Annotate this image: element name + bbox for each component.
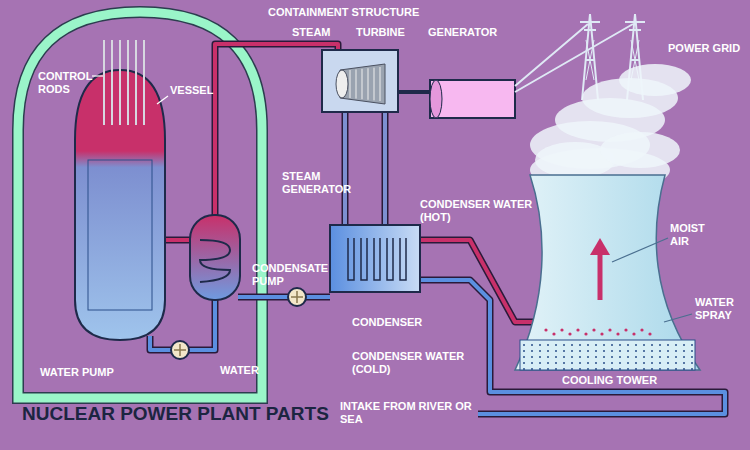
leader-lines: [92, 76, 692, 322]
control-rod: [135, 40, 137, 125]
containment-structure: [18, 12, 262, 398]
pumps: [171, 288, 306, 359]
water-drop: [600, 332, 603, 335]
plant-part: [612, 238, 668, 262]
plant-part: [345, 112, 385, 226]
part-label: TURBINE: [356, 26, 405, 39]
plant-part: [165, 237, 192, 244]
plant-part: [238, 295, 330, 299]
condenser-tube: [348, 238, 354, 280]
part-label: WATER SPRAY: [695, 296, 745, 321]
water-drop: [568, 332, 571, 335]
plant-part: [171, 341, 189, 359]
water-drop: [544, 328, 547, 331]
plant-part: [664, 314, 692, 322]
flow-label: MOIST AIR: [670, 222, 715, 247]
condenser-tube: [387, 238, 393, 280]
steam-plume: [600, 132, 680, 168]
plant-part: [515, 175, 700, 370]
turbine-blade: [368, 68, 369, 100]
plant-part: [150, 44, 725, 414]
control-rods: [104, 40, 144, 125]
plant-part: [200, 240, 230, 282]
part-label: WATER PUMP: [40, 366, 114, 379]
plant-part: [288, 288, 306, 306]
plant-part: [345, 112, 385, 226]
pipes: [150, 44, 725, 414]
turbine-blade: [362, 69, 363, 99]
flow-label: WATER: [220, 364, 259, 377]
water-drop: [584, 332, 587, 335]
water-drop: [608, 328, 611, 331]
part-label: COOLING TOWER: [562, 374, 657, 387]
plant-part: [18, 12, 262, 398]
plant-part: [291, 291, 303, 303]
turbine-blade: [356, 69, 357, 98]
plant-part: [544, 328, 651, 335]
plant-part: [398, 90, 432, 94]
water-drop: [648, 332, 651, 335]
flow-label: CONDENSER WATER (HOT): [420, 198, 538, 223]
steam-plume: [619, 64, 691, 96]
diagram-title: NUCLEAR POWER PLANT PARTS: [22, 404, 329, 425]
plant-part: [190, 215, 240, 300]
plant-part: [18, 12, 262, 398]
plant-part: [520, 340, 695, 370]
turbine: [322, 50, 398, 112]
cooling-tower: [515, 64, 700, 370]
flow-label: CONDENSER WATER (COLD): [352, 350, 474, 375]
water-drop: [560, 328, 563, 331]
plant-part: [150, 44, 725, 414]
turbine-blade: [350, 70, 351, 98]
plant-part: [157, 96, 168, 104]
part-label: POWER GRID: [668, 42, 740, 55]
water-drop: [624, 328, 627, 331]
part-label: CONDENSATE PUMP: [252, 262, 330, 287]
part-label: STEAM GENERATOR: [282, 170, 354, 195]
plant-part: [430, 80, 515, 118]
plant-part: [348, 238, 406, 280]
plant-part: [590, 238, 610, 255]
plant-part: [322, 50, 398, 112]
part-label: CONDENSER: [352, 316, 422, 329]
reactor-vessel: [75, 40, 165, 340]
condenser-tube: [400, 238, 406, 280]
plant-part: [350, 67, 380, 101]
flow-label: INTAKE FROM RIVER OR SEA: [340, 400, 472, 425]
control-rod: [111, 40, 113, 125]
plant-part: [88, 160, 152, 310]
flow-label: STEAM: [292, 26, 331, 39]
turbine-blade: [374, 68, 375, 101]
part-label: VESSEL: [170, 84, 213, 97]
condenser: [330, 225, 420, 292]
plant-part: [530, 64, 691, 192]
plant-part: [238, 294, 330, 301]
control-rod: [127, 40, 129, 125]
plant-part: [336, 70, 348, 98]
control-rod: [119, 40, 121, 125]
part-label: GENERATOR: [428, 26, 497, 39]
part-label: CONTROL RODS: [38, 70, 90, 95]
water-drop: [552, 332, 555, 335]
water-drop: [576, 328, 579, 331]
control-rod: [143, 40, 145, 125]
condenser-tube: [374, 238, 380, 280]
plant-part: [598, 250, 603, 300]
plant-part: [430, 80, 442, 118]
water-drop: [640, 328, 643, 331]
plant-part: [174, 344, 186, 356]
water-drop: [632, 332, 635, 335]
water-drop: [616, 332, 619, 335]
steam-generator: [190, 215, 240, 300]
plant-part: [92, 75, 103, 76]
plant-part: [165, 238, 192, 242]
control-rod: [103, 40, 105, 125]
structure-label: CONTAINMENT STRUCTURE: [268, 6, 419, 19]
generator: [398, 80, 515, 118]
water-drop: [592, 328, 595, 331]
condenser-tube: [361, 238, 367, 280]
turbine-blade: [380, 67, 381, 101]
plant-part: [330, 225, 420, 292]
